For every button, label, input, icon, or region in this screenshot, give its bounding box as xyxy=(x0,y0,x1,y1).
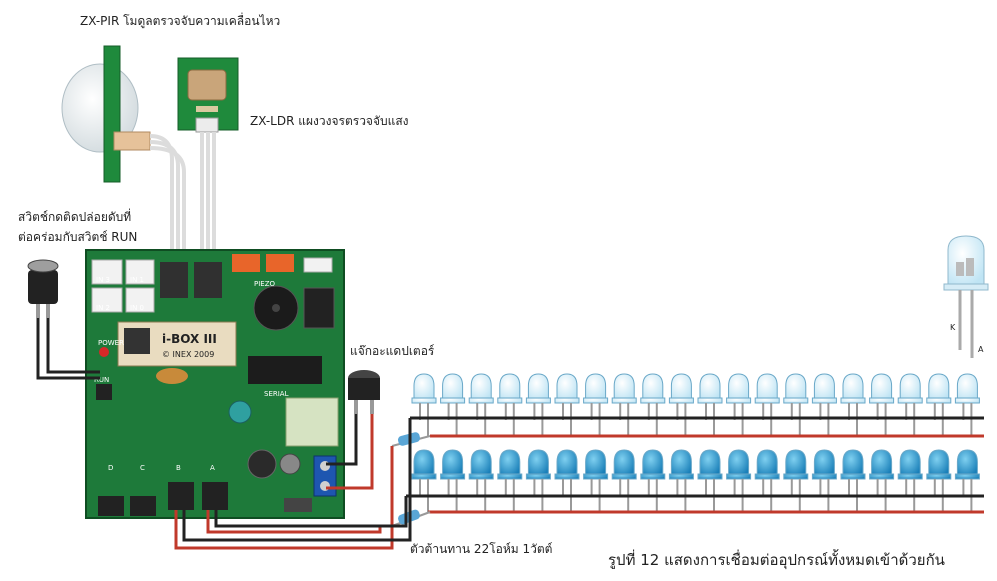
serial-label: SERIAL xyxy=(264,390,289,398)
switch-wires xyxy=(36,318,100,380)
led-bottom-20 xyxy=(954,449,980,512)
led-top-7 xyxy=(583,373,609,436)
port-wires xyxy=(174,418,412,550)
led-top-4 xyxy=(497,373,523,436)
port-c: C xyxy=(140,464,145,472)
push-switch xyxy=(27,259,59,318)
led-bottom-7 xyxy=(583,449,609,512)
led-top-19 xyxy=(926,373,952,436)
led-top-3 xyxy=(468,373,494,436)
chip-brand: i-BOX III xyxy=(162,332,217,346)
ldr-module xyxy=(177,57,239,133)
port-in1: IN 1 xyxy=(130,276,144,284)
main-board xyxy=(85,249,345,519)
led-top-8 xyxy=(611,373,637,436)
led-top-15 xyxy=(811,373,837,436)
led-top-9 xyxy=(640,373,666,436)
led-bottom-17 xyxy=(869,449,895,512)
port-b: B xyxy=(176,464,181,472)
led-top-6 xyxy=(554,373,580,436)
port-d: D xyxy=(108,464,113,472)
led-top-20 xyxy=(954,373,980,436)
led-bottom-3 xyxy=(468,449,494,512)
led-bottom-2 xyxy=(440,449,466,512)
led-a-label: A xyxy=(978,345,984,354)
led-top-16 xyxy=(840,373,866,436)
port-a: A xyxy=(210,464,215,472)
led-top-2 xyxy=(440,373,466,436)
port-in0: IN 0 xyxy=(130,304,144,312)
switch-label-line1: สวิตช์กดติดปล่อยดับที่ xyxy=(18,210,132,224)
led-top-10 xyxy=(668,373,694,436)
port-in2: IN 2 xyxy=(96,304,110,312)
led-bottom-6 xyxy=(554,449,580,512)
led-top-11 xyxy=(697,373,723,436)
adapter-jack xyxy=(326,370,380,490)
pir-label: ZX-PIR โมดูลตรวจจับความเคลื่อนไหว xyxy=(80,14,281,28)
led-bottom-5 xyxy=(525,449,551,512)
ldr-label: ZX-LDR แผงวงจรตรวจจับแสง xyxy=(250,114,409,128)
adapter-jack-label: แจ๊กอะแดปเตอร์ xyxy=(350,344,435,358)
led-row-top xyxy=(411,373,980,436)
pir-module xyxy=(61,45,151,183)
led-bottom-9 xyxy=(640,449,666,512)
port-in3: IN 3 xyxy=(96,276,110,284)
led-top-14 xyxy=(783,373,809,436)
led-top-5 xyxy=(525,373,551,436)
chip-maker: © INEX 2009 xyxy=(162,350,214,359)
led-top-18 xyxy=(897,373,923,436)
led-bottom-1 xyxy=(411,449,437,512)
reference-led xyxy=(943,235,989,358)
led-bottom-18 xyxy=(897,449,923,512)
led-bottom-4 xyxy=(497,449,523,512)
led-bottom-8 xyxy=(611,449,637,512)
led-top-12 xyxy=(726,373,752,436)
led-bottom-14 xyxy=(783,449,809,512)
led-bottom-16 xyxy=(840,449,866,512)
led-row-bottom xyxy=(411,449,980,512)
led-top-17 xyxy=(869,373,895,436)
led-bottom-19 xyxy=(926,449,952,512)
led-top-13 xyxy=(754,373,780,436)
figure-caption: รูปที่ 12 แสดงการเชื่อมต่ออุปกรณ์ทั้งหมด… xyxy=(608,551,945,569)
resistor-label: ตัวต้านทาน 22โอห์ม 1วัตต์ xyxy=(410,542,553,556)
led-bottom-11 xyxy=(697,449,723,512)
led-top-1 xyxy=(411,373,437,436)
led-bottom-13 xyxy=(754,449,780,512)
led-bottom-12 xyxy=(726,449,752,512)
led-k-label: K xyxy=(950,323,956,332)
power-label: POWER xyxy=(98,339,124,347)
led-row-wires xyxy=(406,416,984,514)
run-label: RUN xyxy=(94,376,109,384)
switch-label-line2: ต่อคร่อมกับสวิตช์ RUN xyxy=(18,230,138,244)
led-bottom-15 xyxy=(811,449,837,512)
led-bottom-10 xyxy=(668,449,694,512)
piezo-label: PIEZO xyxy=(254,280,276,288)
